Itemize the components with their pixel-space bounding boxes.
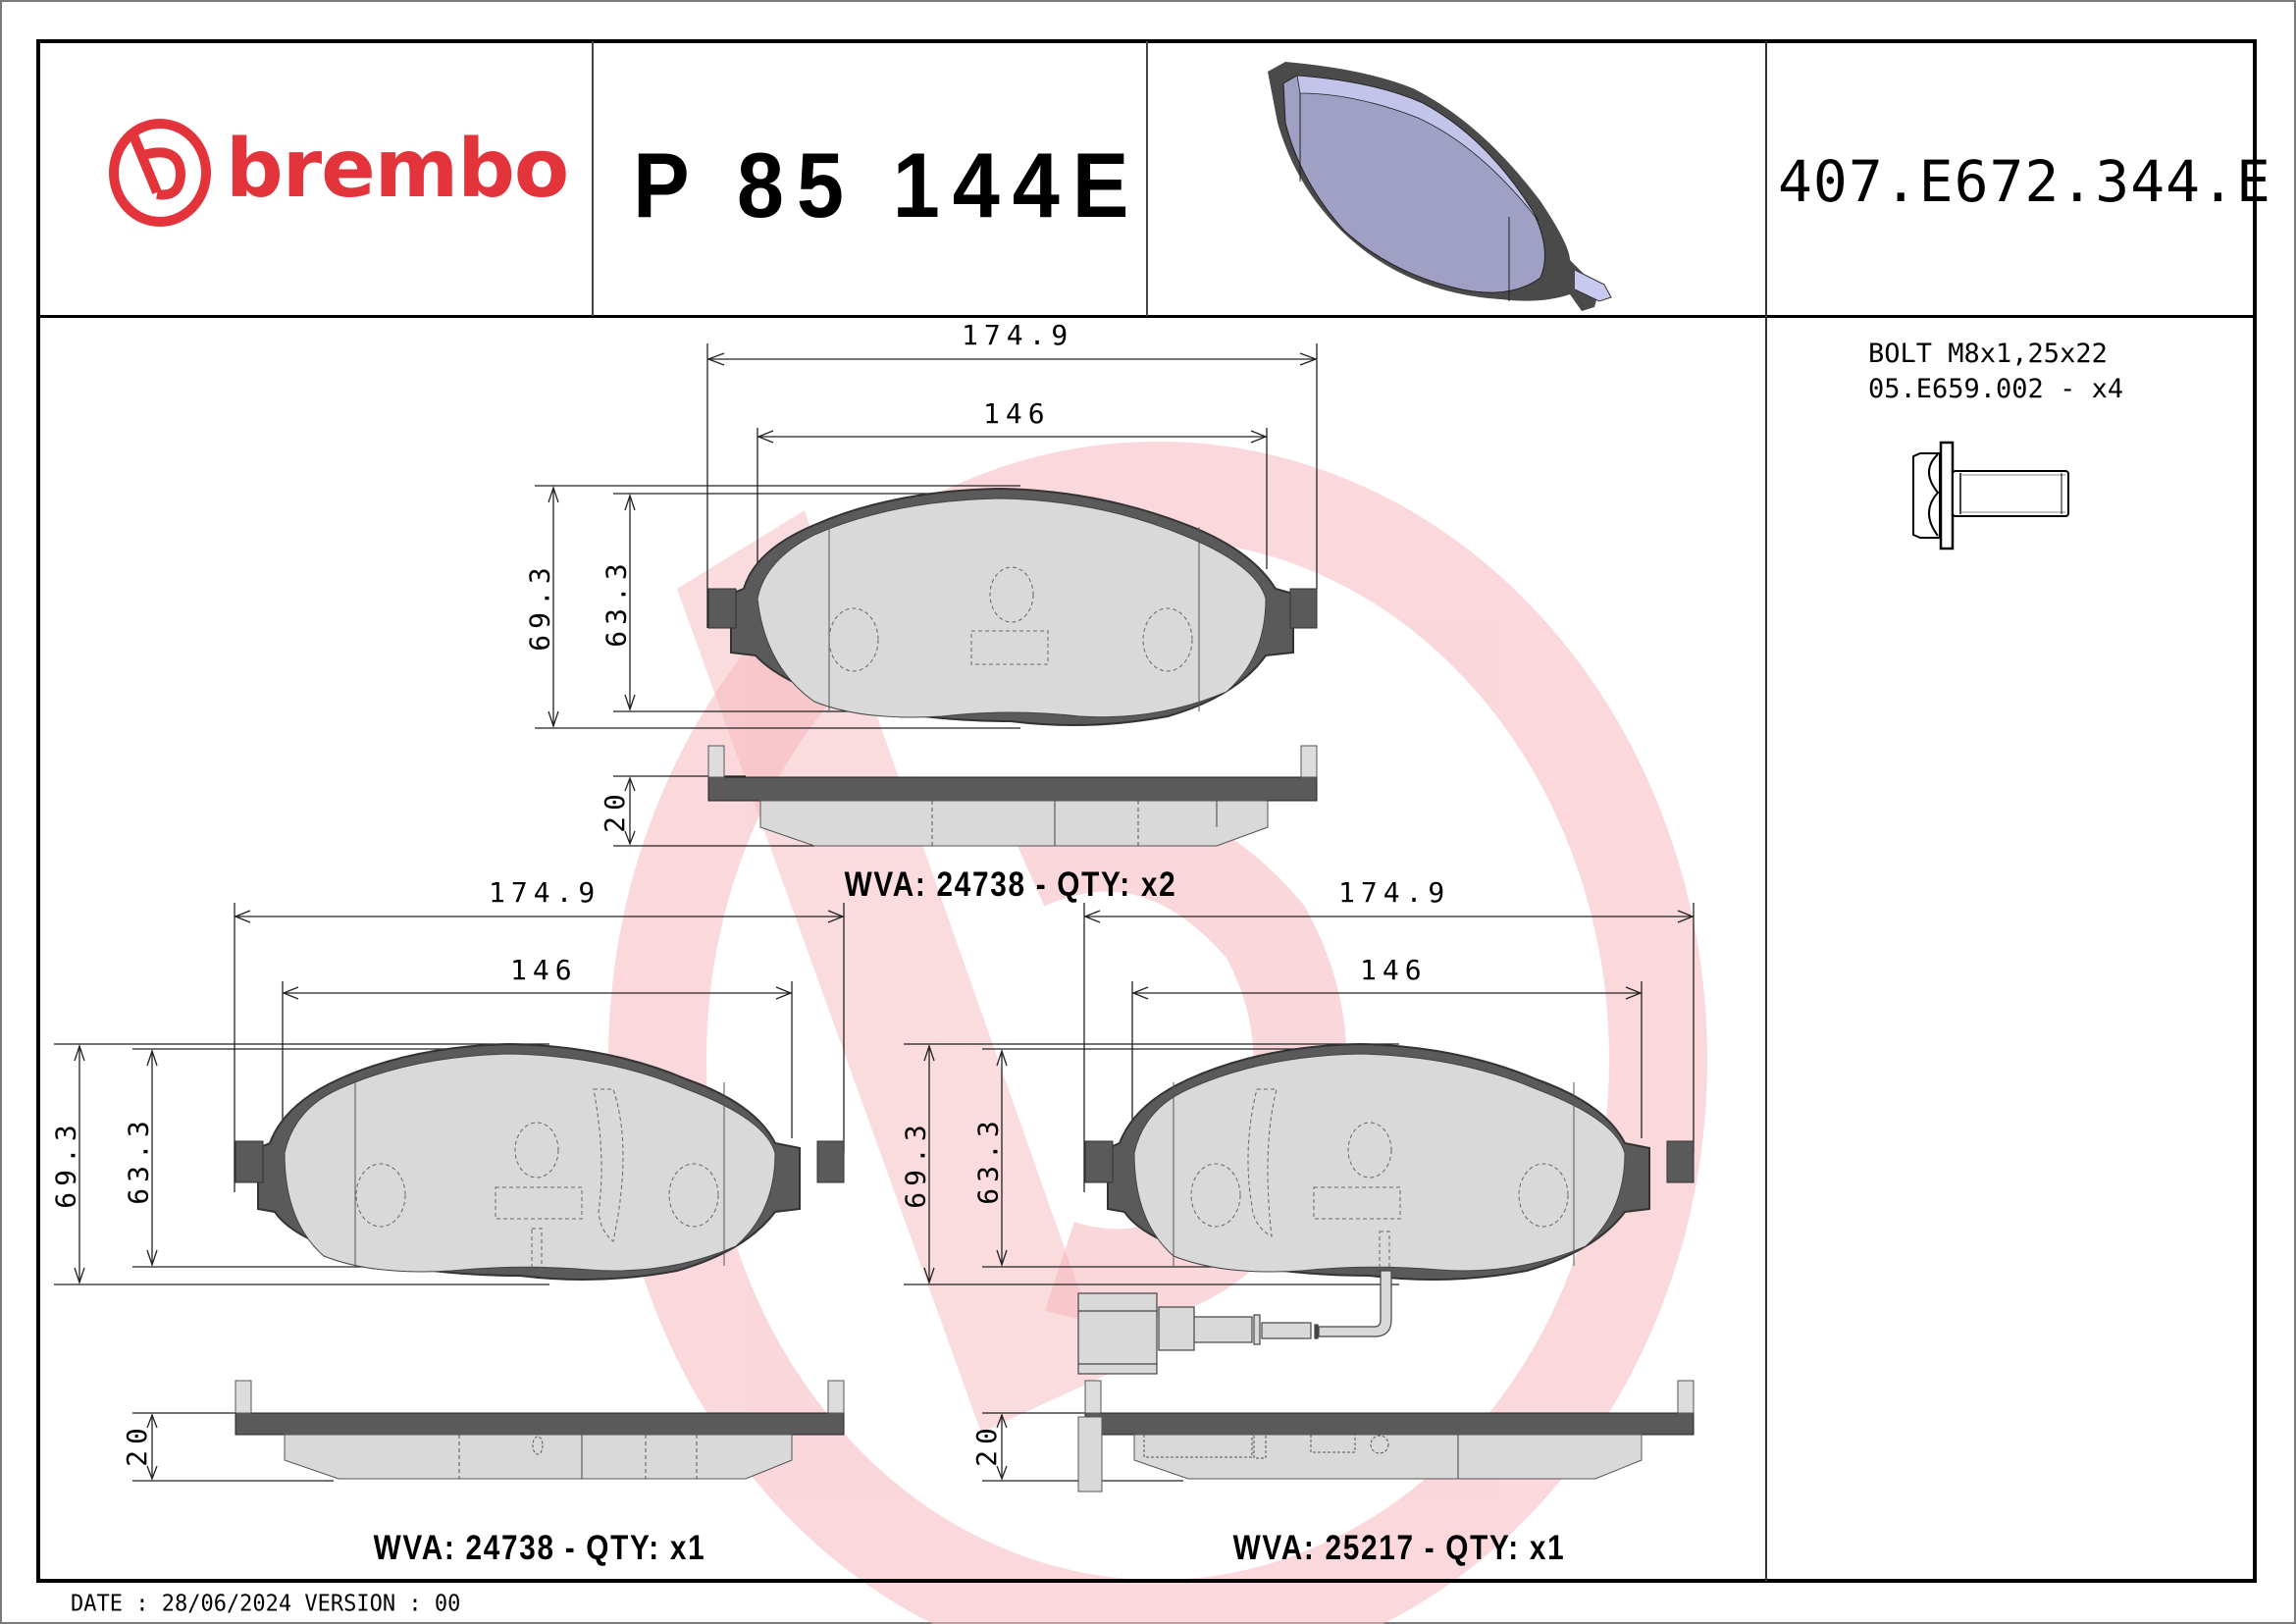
dim-overall-width: 174.9 bbox=[962, 319, 1074, 351]
header-col-divider-2 bbox=[1146, 41, 1148, 316]
dim-friction-height: 63.3 bbox=[122, 1115, 155, 1205]
dim-overall-width: 174.9 bbox=[1338, 876, 1451, 909]
dim-friction-width: 146 bbox=[510, 954, 578, 986]
dim-thickness: 20 bbox=[969, 1422, 1003, 1467]
bolt-spec-line2: 05.E659.002 - x4 bbox=[1868, 374, 2124, 404]
brand-wordmark: brembo bbox=[226, 123, 569, 216]
right-column-divider bbox=[1765, 41, 1767, 1582]
brake-pad-3d-render-icon bbox=[1268, 62, 1612, 311]
dim-overall-width: 174.9 bbox=[489, 876, 601, 909]
dim-overall-height: 69.3 bbox=[49, 1119, 82, 1209]
header-divider bbox=[36, 315, 2257, 318]
pad-bottom-right-dimensions bbox=[904, 903, 1695, 1493]
dim-friction-width: 146 bbox=[983, 397, 1051, 430]
header-col-divider-1 bbox=[592, 41, 594, 316]
brand-logo: brembo bbox=[106, 116, 569, 229]
dim-overall-height: 69.3 bbox=[899, 1119, 932, 1209]
brembo-logo-icon bbox=[109, 119, 211, 227]
dim-friction-height: 63.3 bbox=[971, 1115, 1005, 1205]
reference-code: 407.E672.344.E bbox=[1778, 148, 2271, 215]
bolt-spec-line1: BOLT M8x1,25x22 bbox=[1868, 339, 2108, 369]
bolt-icon bbox=[1912, 441, 2069, 550]
pad-bottom-left-label: WVA: 24738 - QTY: x1 bbox=[373, 1529, 706, 1567]
pad-top-label: WVA: 24738 - QTY: x2 bbox=[844, 865, 1177, 904]
pad-bottom-right-label: WVA: 25217 - QTY: x1 bbox=[1232, 1529, 1566, 1567]
bolt-spec: BOLT M8x1,25x22 05.E659.002 - x4 bbox=[1868, 337, 2123, 407]
dim-thickness: 20 bbox=[120, 1422, 153, 1467]
part-number: P 85 144E bbox=[633, 133, 1142, 236]
footer-date-version: DATE : 28/06/2024 VERSION : 00 bbox=[71, 1591, 461, 1617]
dim-friction-width: 146 bbox=[1360, 954, 1428, 986]
